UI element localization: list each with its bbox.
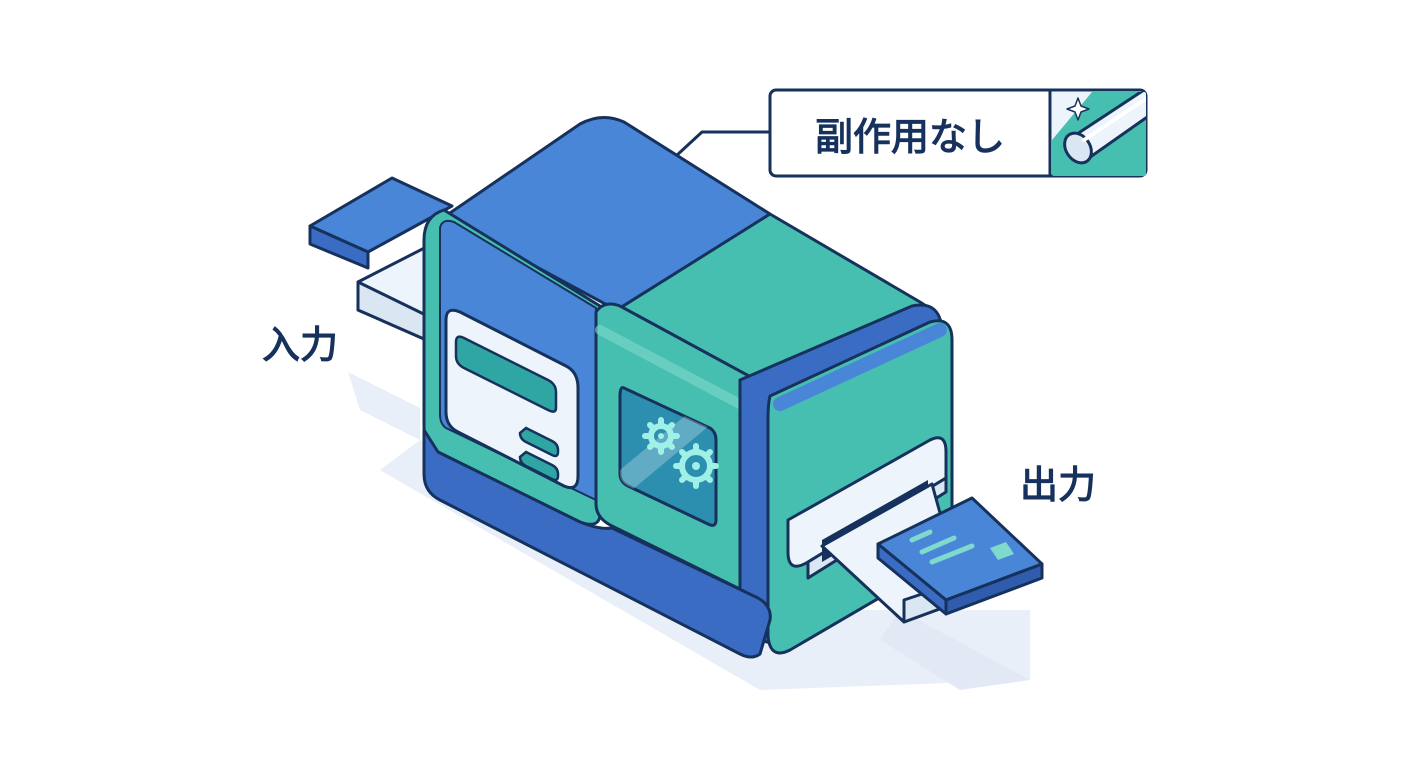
control-panel bbox=[444, 308, 580, 490]
callout-connector bbox=[674, 130, 770, 158]
gear-window bbox=[618, 386, 719, 527]
gears-icon bbox=[642, 417, 719, 489]
input-label: 入力 bbox=[262, 323, 338, 367]
output-label: 出力 bbox=[1020, 463, 1096, 507]
callout-label: 副作用なし bbox=[815, 115, 1005, 159]
sparkle-icon bbox=[1066, 97, 1090, 121]
data-card-icon bbox=[876, 496, 1044, 616]
blank-card-icon bbox=[308, 176, 454, 270]
pipe-icon bbox=[1063, 92, 1146, 165]
callout-box: 副作用なし bbox=[768, 88, 1148, 178]
